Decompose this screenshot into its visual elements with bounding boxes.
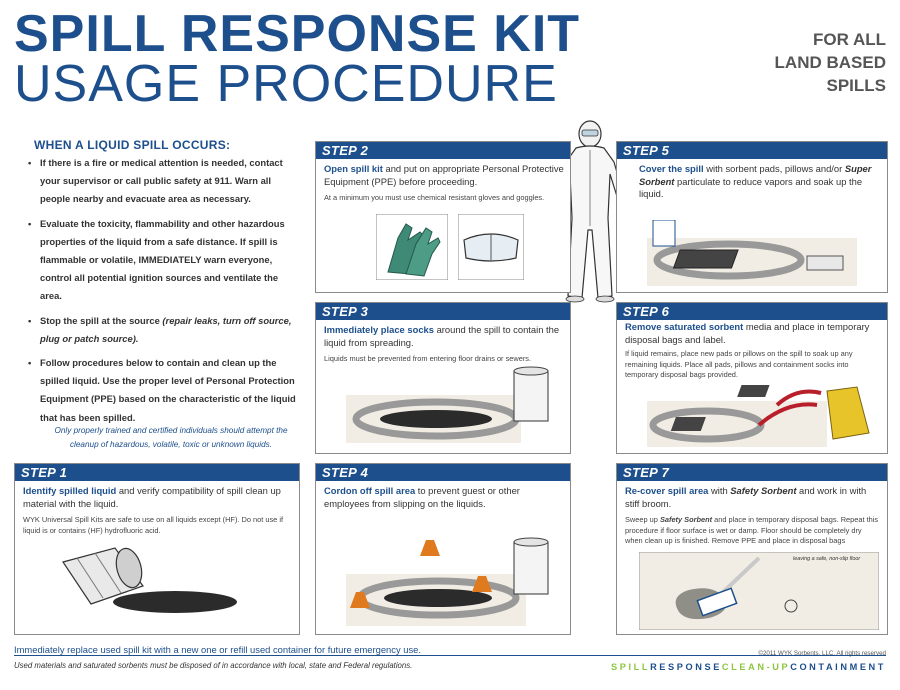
step-1-panel: STEP 1 Identify spilled liquid and verif… xyxy=(14,463,300,635)
scope-line-2: LAND BASED xyxy=(774,53,886,72)
slogan-part-1: SPILL xyxy=(611,662,651,672)
step-7-text: Re-cover spill area with Safety Sorbent … xyxy=(625,485,867,509)
training-note: Only properly trained and certified indi… xyxy=(54,426,288,449)
step-6-subtext: If liquid remains, place new pads or pil… xyxy=(625,349,853,379)
step-3-subtext: Liquids must be prevented from entering … xyxy=(324,354,532,363)
step-5-text: Cover the spill with sorbent pads, pillo… xyxy=(639,163,872,199)
step-6-label: STEP 6 xyxy=(617,303,887,320)
goggles-icon xyxy=(458,214,524,280)
intro-bullet-4: Follow procedures below to contain and c… xyxy=(26,354,296,427)
scope-line-1: FOR ALL xyxy=(812,30,886,49)
intro-bullet-3: Stop the spill at the source (repair lea… xyxy=(26,312,296,348)
step-1-label: STEP 1 xyxy=(15,464,299,481)
broom-sweep-illustration xyxy=(639,552,879,630)
step-4-panel: STEP 4 Cordon off spill area to prevent … xyxy=(315,463,571,635)
step-3-label: STEP 3 xyxy=(316,303,570,320)
step-2-label: STEP 2 xyxy=(316,142,570,159)
footer-divider xyxy=(14,655,886,656)
intro-bullet-list: If there is a fire or medical attention … xyxy=(26,154,296,433)
step-2-text: Open spill kit and put on appropriate Pe… xyxy=(324,163,564,187)
page-subtitle: USAGE PROCEDURE xyxy=(14,55,558,113)
step-5-label: STEP 5 xyxy=(617,142,887,159)
sorbent-cover-illustration xyxy=(647,220,857,286)
containment-sock-illustration xyxy=(346,366,549,443)
scope-line-3: SPILLS xyxy=(826,76,886,95)
step-7-label: STEP 7 xyxy=(617,464,887,481)
step-4-text: Cordon off spill area to prevent guest o… xyxy=(324,485,520,509)
intro-heading: WHEN A LIQUID SPILL OCCURS: xyxy=(34,138,231,152)
intro-bullet-2: Evaluate the toxicity, flammability and … xyxy=(26,215,296,306)
intro-bullet-1: If there is a fire or medical attention … xyxy=(26,154,296,209)
slogan-part-3: CLEAN-UP xyxy=(721,662,791,672)
step-2-panel: STEP 2 Open spill kit and put on appropr… xyxy=(315,141,571,293)
step-6-panel: STEP 6 Remove saturated sorbent media an… xyxy=(616,302,888,454)
step-3-panel: STEP 3 Immediately place socks around th… xyxy=(315,302,571,454)
step-1-text: Identify spilled liquid and verify compa… xyxy=(23,485,281,509)
step-7-subtext: Sweep up Safety Sorbent and place in tem… xyxy=(625,515,879,545)
step-4-label: STEP 4 xyxy=(316,464,570,481)
slogan: SPILLRESPONSECLEAN-UPCONTAINMENT xyxy=(611,662,886,672)
spilled-drum-illustration xyxy=(62,547,237,613)
remove-sorbent-illustration xyxy=(647,385,870,447)
step-6-text: Remove saturated sorbent media and place… xyxy=(625,321,870,345)
replace-kit-note: Immediately replace used spill kit with … xyxy=(14,644,421,655)
step-1-subtext: WYK Universal Spill Kits are safe to use… xyxy=(23,515,284,535)
scope-label: FOR ALL LAND BASED SPILLS xyxy=(726,28,886,97)
gloves-icon xyxy=(376,214,448,280)
step-3-text: Immediately place socks around the spill… xyxy=(324,324,560,348)
step-2-subtext: At a minimum you must use chemical resis… xyxy=(324,193,545,202)
step-7-caption: leaving a safe, non-slip floor xyxy=(793,556,861,562)
slogan-part-4: CONTAINMENT xyxy=(790,662,886,672)
step-5-panel: STEP 5 Cover the spill with sorbent pads… xyxy=(616,141,888,293)
copyright-text: ©2011 WYK Sorbents, LLC. All rights rese… xyxy=(758,650,886,657)
page-title: SPILL RESPONSE KIT xyxy=(14,5,581,63)
cordon-cones-illustration xyxy=(346,537,549,626)
step-7-panel: STEP 7 Re-cover spill area with Safety S… xyxy=(616,463,888,635)
slogan-part-2: RESPONSE xyxy=(650,662,722,672)
disposal-note: Used materials and saturated sorbents mu… xyxy=(14,661,413,670)
